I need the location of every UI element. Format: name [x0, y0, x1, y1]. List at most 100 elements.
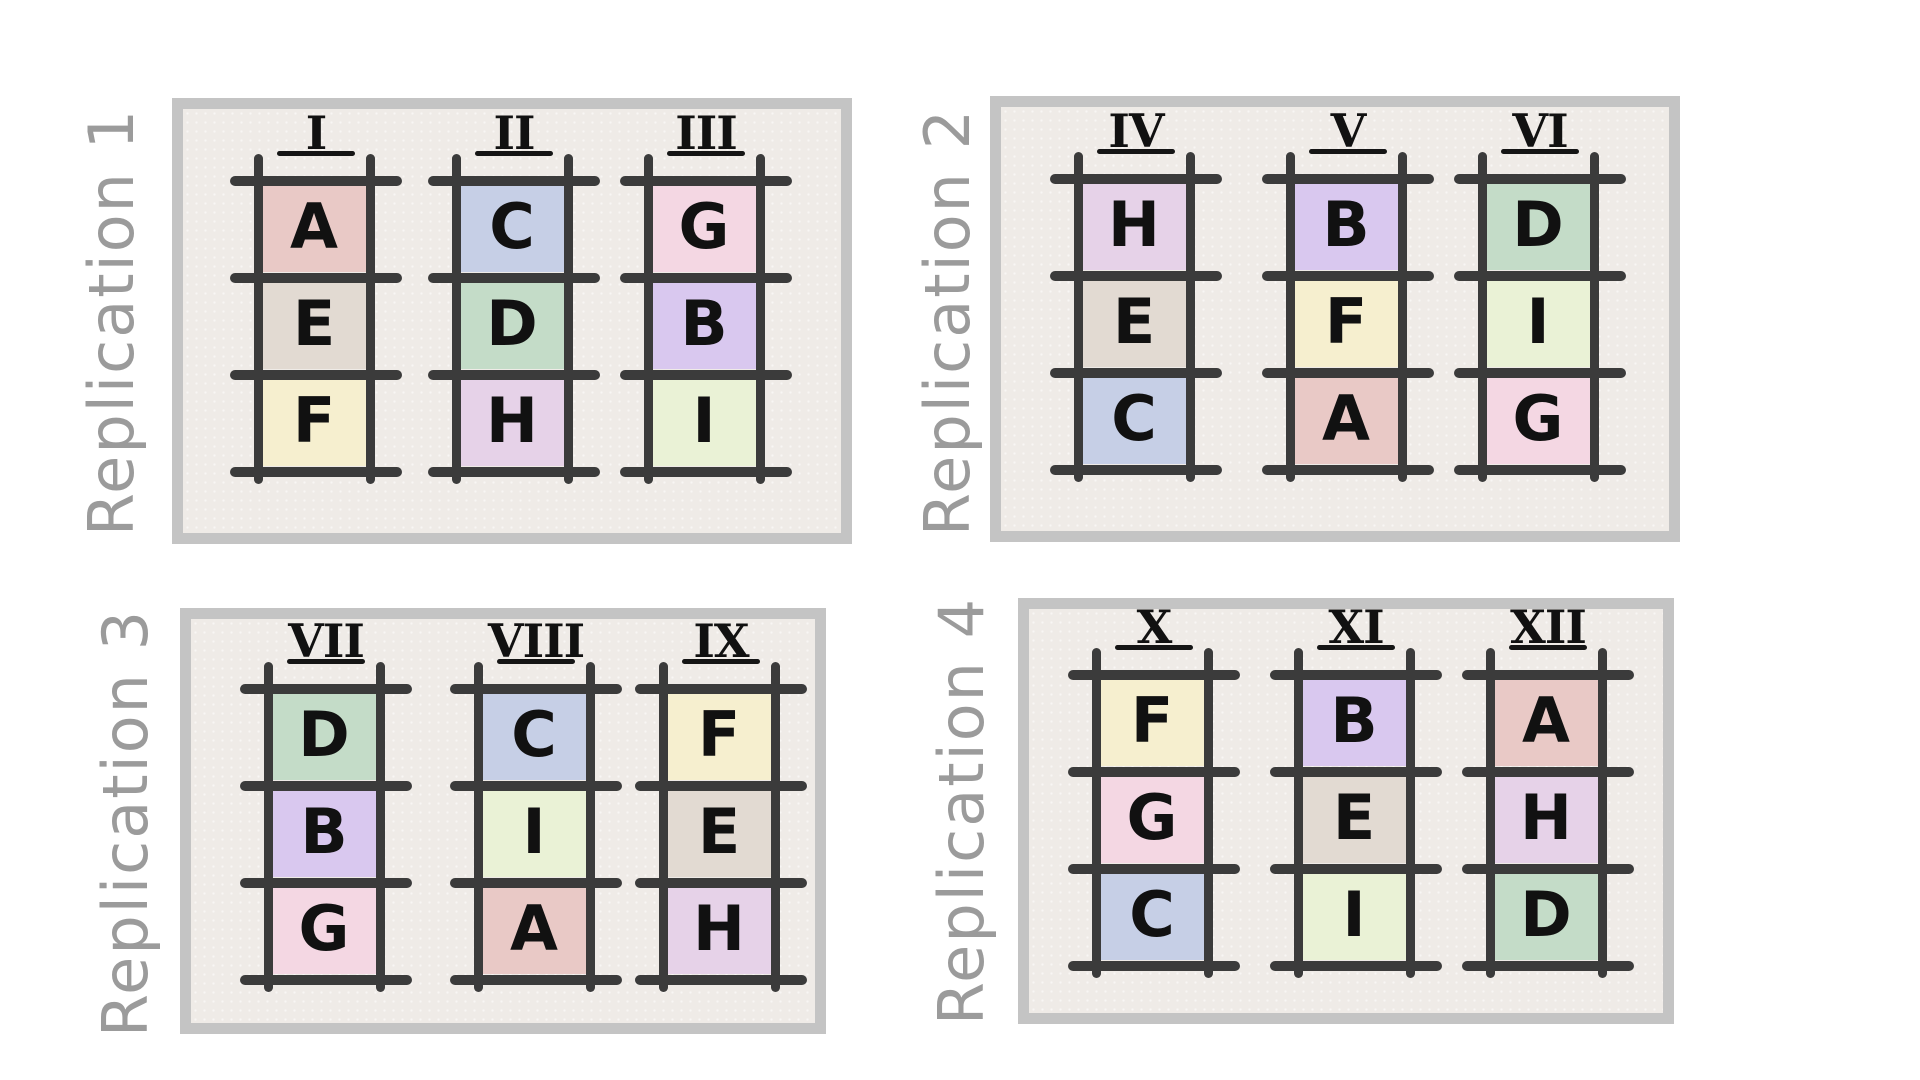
plot-cell: F [1290, 277, 1402, 367]
grid-line [240, 878, 412, 888]
replication-label: Replication 3 [89, 608, 162, 1038]
plot-cell: C [1078, 374, 1190, 464]
plot-cell: A [478, 884, 590, 974]
grid-line [428, 370, 600, 380]
grid-line [1068, 864, 1240, 874]
grid-line [1454, 174, 1626, 184]
grid-line [1050, 368, 1222, 378]
block-title: V [1262, 106, 1434, 156]
plot-cell: F [258, 376, 370, 466]
block-title: IX [635, 616, 807, 666]
grid-line [635, 878, 807, 888]
block-title: IV [1050, 106, 1222, 156]
grid-line [1068, 961, 1240, 971]
block-title: VIII [450, 616, 622, 666]
grid-line [1074, 152, 1083, 482]
plot-cell: G [1096, 773, 1208, 863]
plot-cell: A [1290, 374, 1402, 464]
grid-line [1462, 670, 1634, 680]
replication-label: Replication 1 [75, 107, 148, 537]
grid-line [1068, 767, 1240, 777]
grid-line [1294, 648, 1303, 978]
grid-line [620, 176, 792, 186]
grid-line [1270, 670, 1442, 680]
plot-cell: D [1490, 870, 1602, 960]
block-title: VI [1454, 106, 1626, 156]
grid-line [620, 273, 792, 283]
grid-line [1478, 152, 1487, 482]
plot-cell: B [268, 787, 380, 877]
plot-cell: H [456, 376, 568, 466]
grid-line [1092, 648, 1101, 978]
grid-line [452, 154, 461, 484]
grid-line [1262, 368, 1434, 378]
grid-line [1204, 648, 1213, 978]
plot-cell: C [478, 690, 590, 780]
grid-line [1406, 648, 1415, 978]
grid-line [1454, 271, 1626, 281]
grid-line [240, 781, 412, 791]
plot-cell: H [663, 884, 775, 974]
grid-line [366, 154, 375, 484]
plot-cell: G [648, 182, 760, 272]
grid-line [230, 467, 402, 477]
grid-line [1068, 670, 1240, 680]
grid-line [1454, 465, 1626, 475]
replication-label: Replication 2 [911, 107, 984, 537]
grid-line [1270, 864, 1442, 874]
plot-cell: A [258, 182, 370, 272]
grid-line [1050, 271, 1222, 281]
grid-line [428, 273, 600, 283]
grid-line [230, 176, 402, 186]
grid-line [376, 662, 385, 992]
plot-cell: E [1078, 277, 1190, 367]
plot-cell: I [1298, 870, 1410, 960]
grid-line [756, 154, 765, 484]
grid-line [230, 370, 402, 380]
grid-line [1398, 152, 1407, 482]
plot-cell: D [1482, 180, 1594, 270]
grid-line [1050, 465, 1222, 475]
grid-line [254, 154, 263, 484]
grid-line [240, 975, 412, 985]
grid-line [1462, 864, 1634, 874]
plot-cell: E [1298, 773, 1410, 863]
plot-cell: I [648, 376, 760, 466]
grid-line [1050, 174, 1222, 184]
plot-cell: I [1482, 277, 1594, 367]
grid-line [450, 878, 622, 888]
block-title: XII [1462, 602, 1634, 652]
plot-cell: E [663, 787, 775, 877]
plot-cell: G [1482, 374, 1594, 464]
grid-line [1262, 174, 1434, 184]
grid-line [1270, 961, 1442, 971]
plot-cell: A [1490, 676, 1602, 766]
block-title: XI [1270, 602, 1442, 652]
grid-line [450, 781, 622, 791]
grid-line [644, 154, 653, 484]
grid-line [635, 684, 807, 694]
grid-line [450, 684, 622, 694]
grid-line [771, 662, 780, 992]
plot-cell: G [268, 884, 380, 974]
plot-cell: H [1490, 773, 1602, 863]
grid-line [428, 467, 600, 477]
plot-cell: D [456, 279, 568, 369]
plot-cell: B [648, 279, 760, 369]
